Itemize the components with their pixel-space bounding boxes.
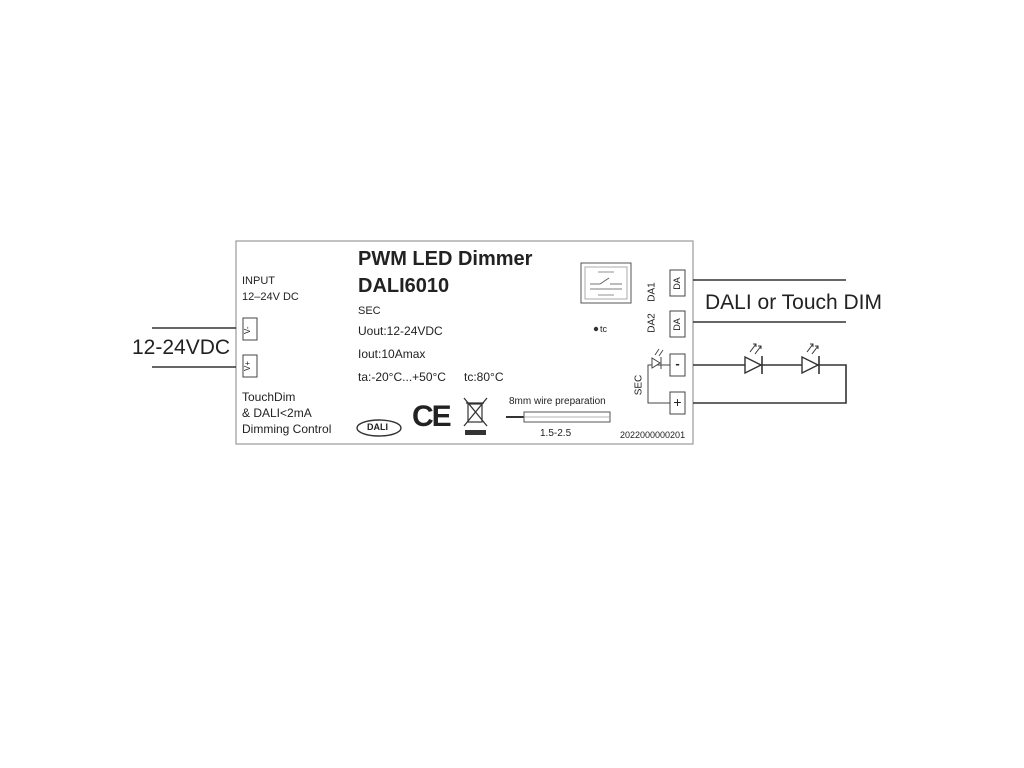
device-model: DALI6010 — [358, 275, 450, 297]
led-load-wire — [693, 364, 847, 404]
serial-number: 2022000000201 — [620, 430, 686, 440]
minus-terminal-label: - — [675, 356, 680, 371]
led-icon — [651, 348, 664, 369]
da1-tag: DA1 — [646, 282, 658, 302]
terminal-da2 — [669, 310, 686, 338]
wire-prep-label: 8mm wire preparation — [509, 396, 606, 407]
input-heading: INPUT — [242, 275, 275, 287]
tc-point-dot — [593, 326, 599, 332]
output-current: Iout:10Amax — [358, 347, 426, 361]
plus-terminal-label: + — [673, 394, 682, 410]
sec-side-label: SEC — [633, 374, 645, 396]
da1-terminal-label: DA — [672, 277, 682, 290]
terminal-da1 — [669, 269, 686, 297]
wire-range-label: 1.5-2.5 — [540, 428, 572, 439]
sec-label: SEC — [358, 305, 381, 317]
weee-bin-icon — [463, 397, 488, 435]
case-temp: tc:80°C — [464, 370, 504, 384]
terminal-v-minus-label: V- — [243, 326, 252, 334]
control-line-3: Dimming Control — [242, 422, 332, 436]
control-line-2: & DALI<2mA — [242, 406, 312, 420]
terminal-v-plus — [242, 354, 258, 378]
wire-strip-icon — [506, 411, 611, 423]
bus-label: DALI or Touch DIM — [705, 291, 883, 314]
terminal-v-minus — [242, 317, 258, 341]
ce-mark-icon: CE — [412, 400, 452, 433]
da2-tag: DA2 — [646, 313, 658, 333]
led-icon — [744, 343, 763, 375]
output-voltage: Uout:12-24VDC — [358, 324, 443, 338]
supply-voltage-label: 12-24VDC — [132, 336, 231, 359]
device-title: PWM LED Dimmer — [358, 248, 533, 270]
tc-point-label: tc — [600, 324, 608, 334]
touch-switch-icon — [580, 262, 632, 304]
ambient-temp: ta:-20°C...+50°C — [358, 370, 446, 384]
da2-terminal-label: DA — [672, 318, 682, 331]
dali-logo-icon — [356, 419, 402, 437]
led-icon — [801, 343, 820, 375]
terminal-v-plus-label: V+ — [243, 360, 252, 371]
sec-inner-wire — [647, 364, 670, 404]
dali-logo-text: DALI — [367, 422, 388, 432]
control-line-1: TouchDim — [242, 390, 296, 404]
input-range: 12–24V DC — [242, 291, 299, 303]
